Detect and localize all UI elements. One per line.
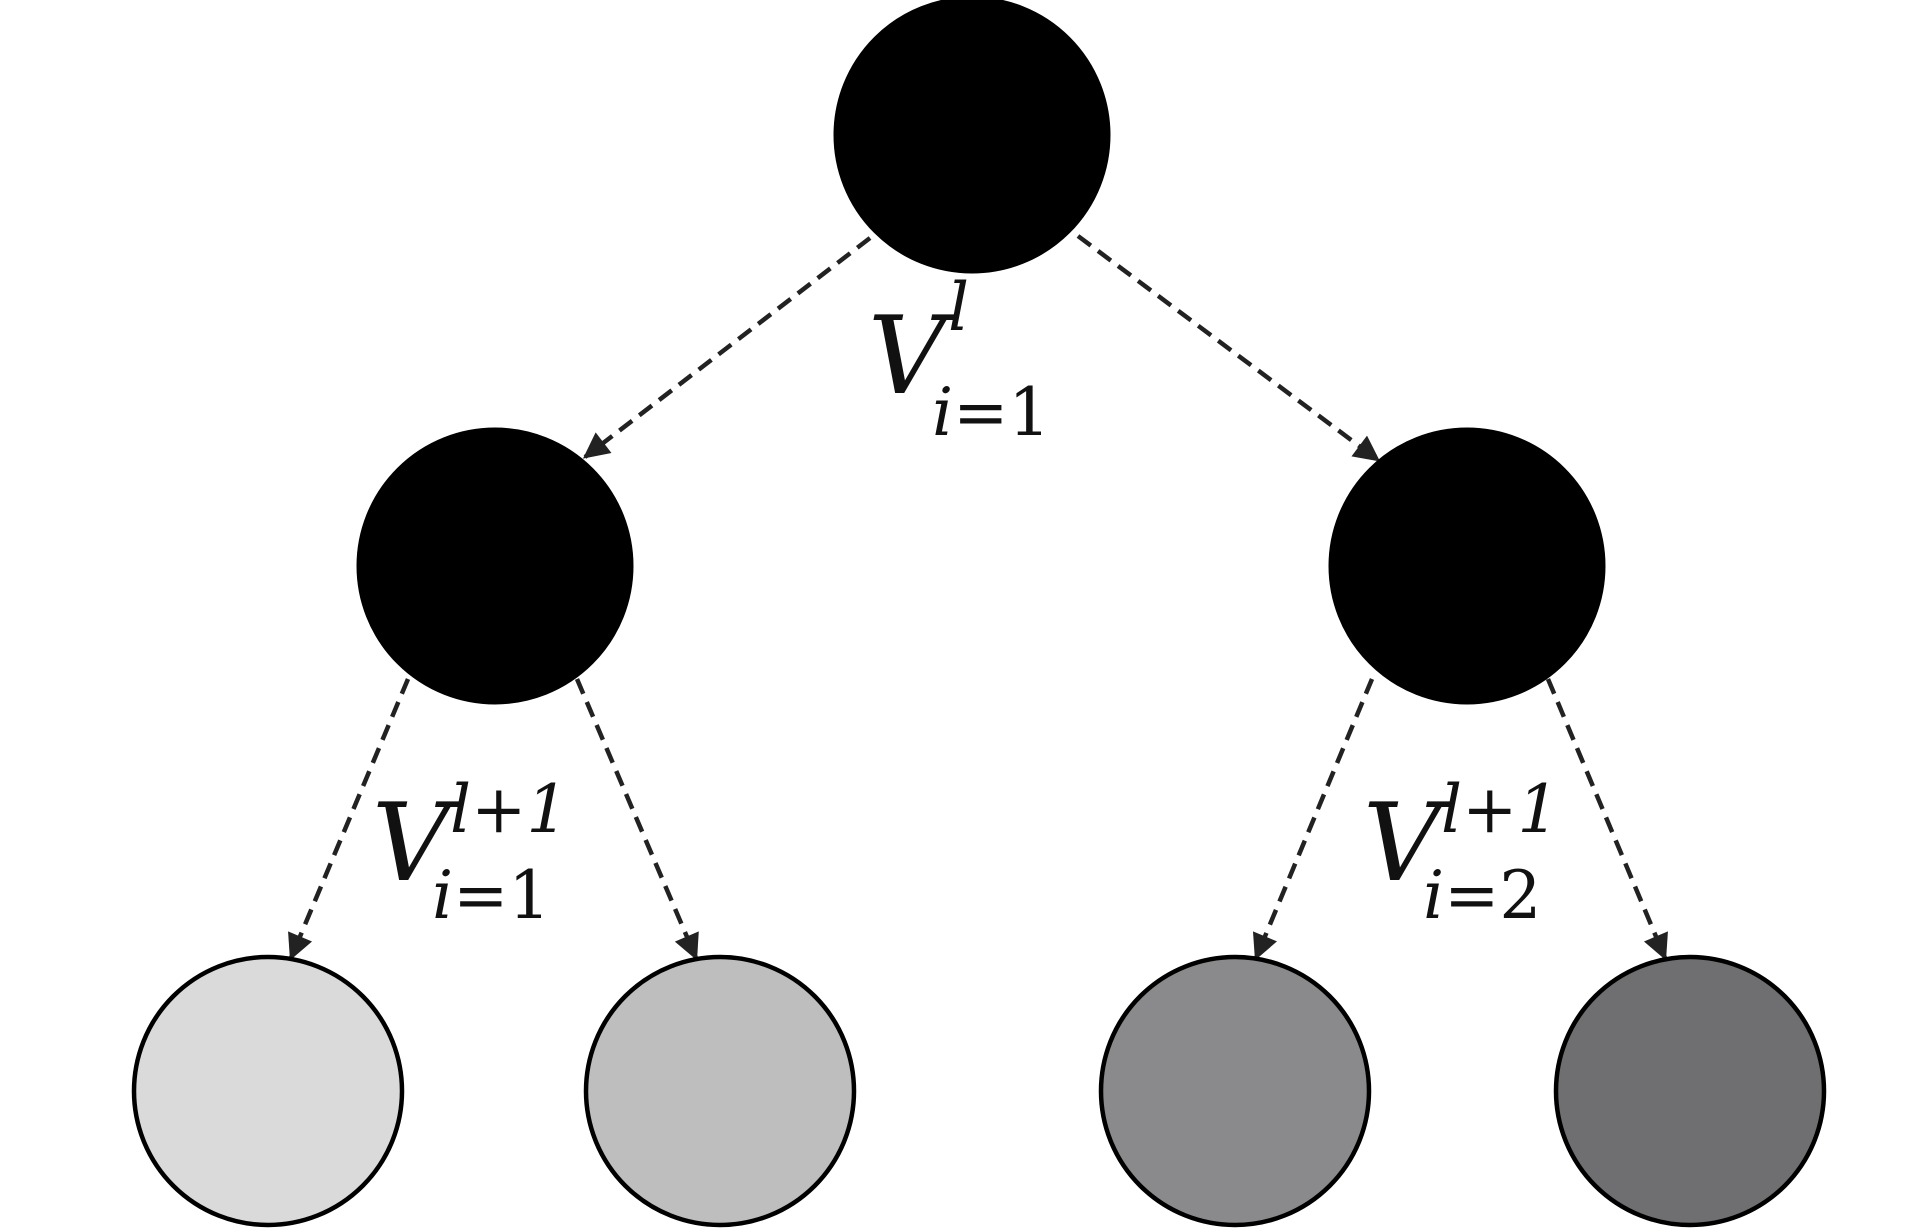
edges [288,234,1668,961]
label-level2-right-subscript-rest: =2 [1444,857,1541,934]
edge-mid-left-to-leaf-1 [288,678,411,961]
label-level2-right-subscript-var: i [1423,857,1444,934]
label-root-subscript: i=1 [932,374,1050,451]
node-leaf-2 [583,954,857,1228]
label-level2-left-subscript-rest: =1 [453,857,550,934]
label-level2-right-base: V [1363,781,1451,906]
edge-root-to-mid-right [1076,234,1381,462]
edge-mid-right-to-leaf-3 [1252,678,1375,961]
edge-root-to-mid-left [582,236,872,459]
nodes [131,0,1827,1228]
node-leaf-4 [1553,954,1827,1228]
label-root-subscript-var: i [932,374,953,451]
label-level2-right-superscript: l+1 [1441,771,1559,848]
label-level2-right-subscript: i=2 [1423,857,1541,934]
label-level2-right: V l+1 i=2 [1363,771,1559,934]
label-root: V l i=1 [868,269,1050,451]
label-level2-left-superscript: l+1 [450,771,568,848]
edge-mid-left-to-leaf-2 [574,678,699,961]
label-level2-left-subscript-var: i [432,857,453,934]
edge-mid-right-to-leaf-4 [1545,678,1668,961]
node-leaf-1 [131,954,405,1228]
label-level2-left-base: V [372,781,460,906]
label-level2-left: V l+1 i=1 [372,771,568,934]
node-mid-right [1328,427,1606,705]
label-root-superscript: l [948,269,969,346]
label-level2-left-subscript: i=1 [432,857,550,934]
label-root-base: V [868,294,956,419]
node-root [833,0,1111,274]
label-root-subscript-rest: =1 [953,374,1050,451]
node-leaf-3 [1098,954,1372,1228]
node-mid-left [356,427,634,705]
